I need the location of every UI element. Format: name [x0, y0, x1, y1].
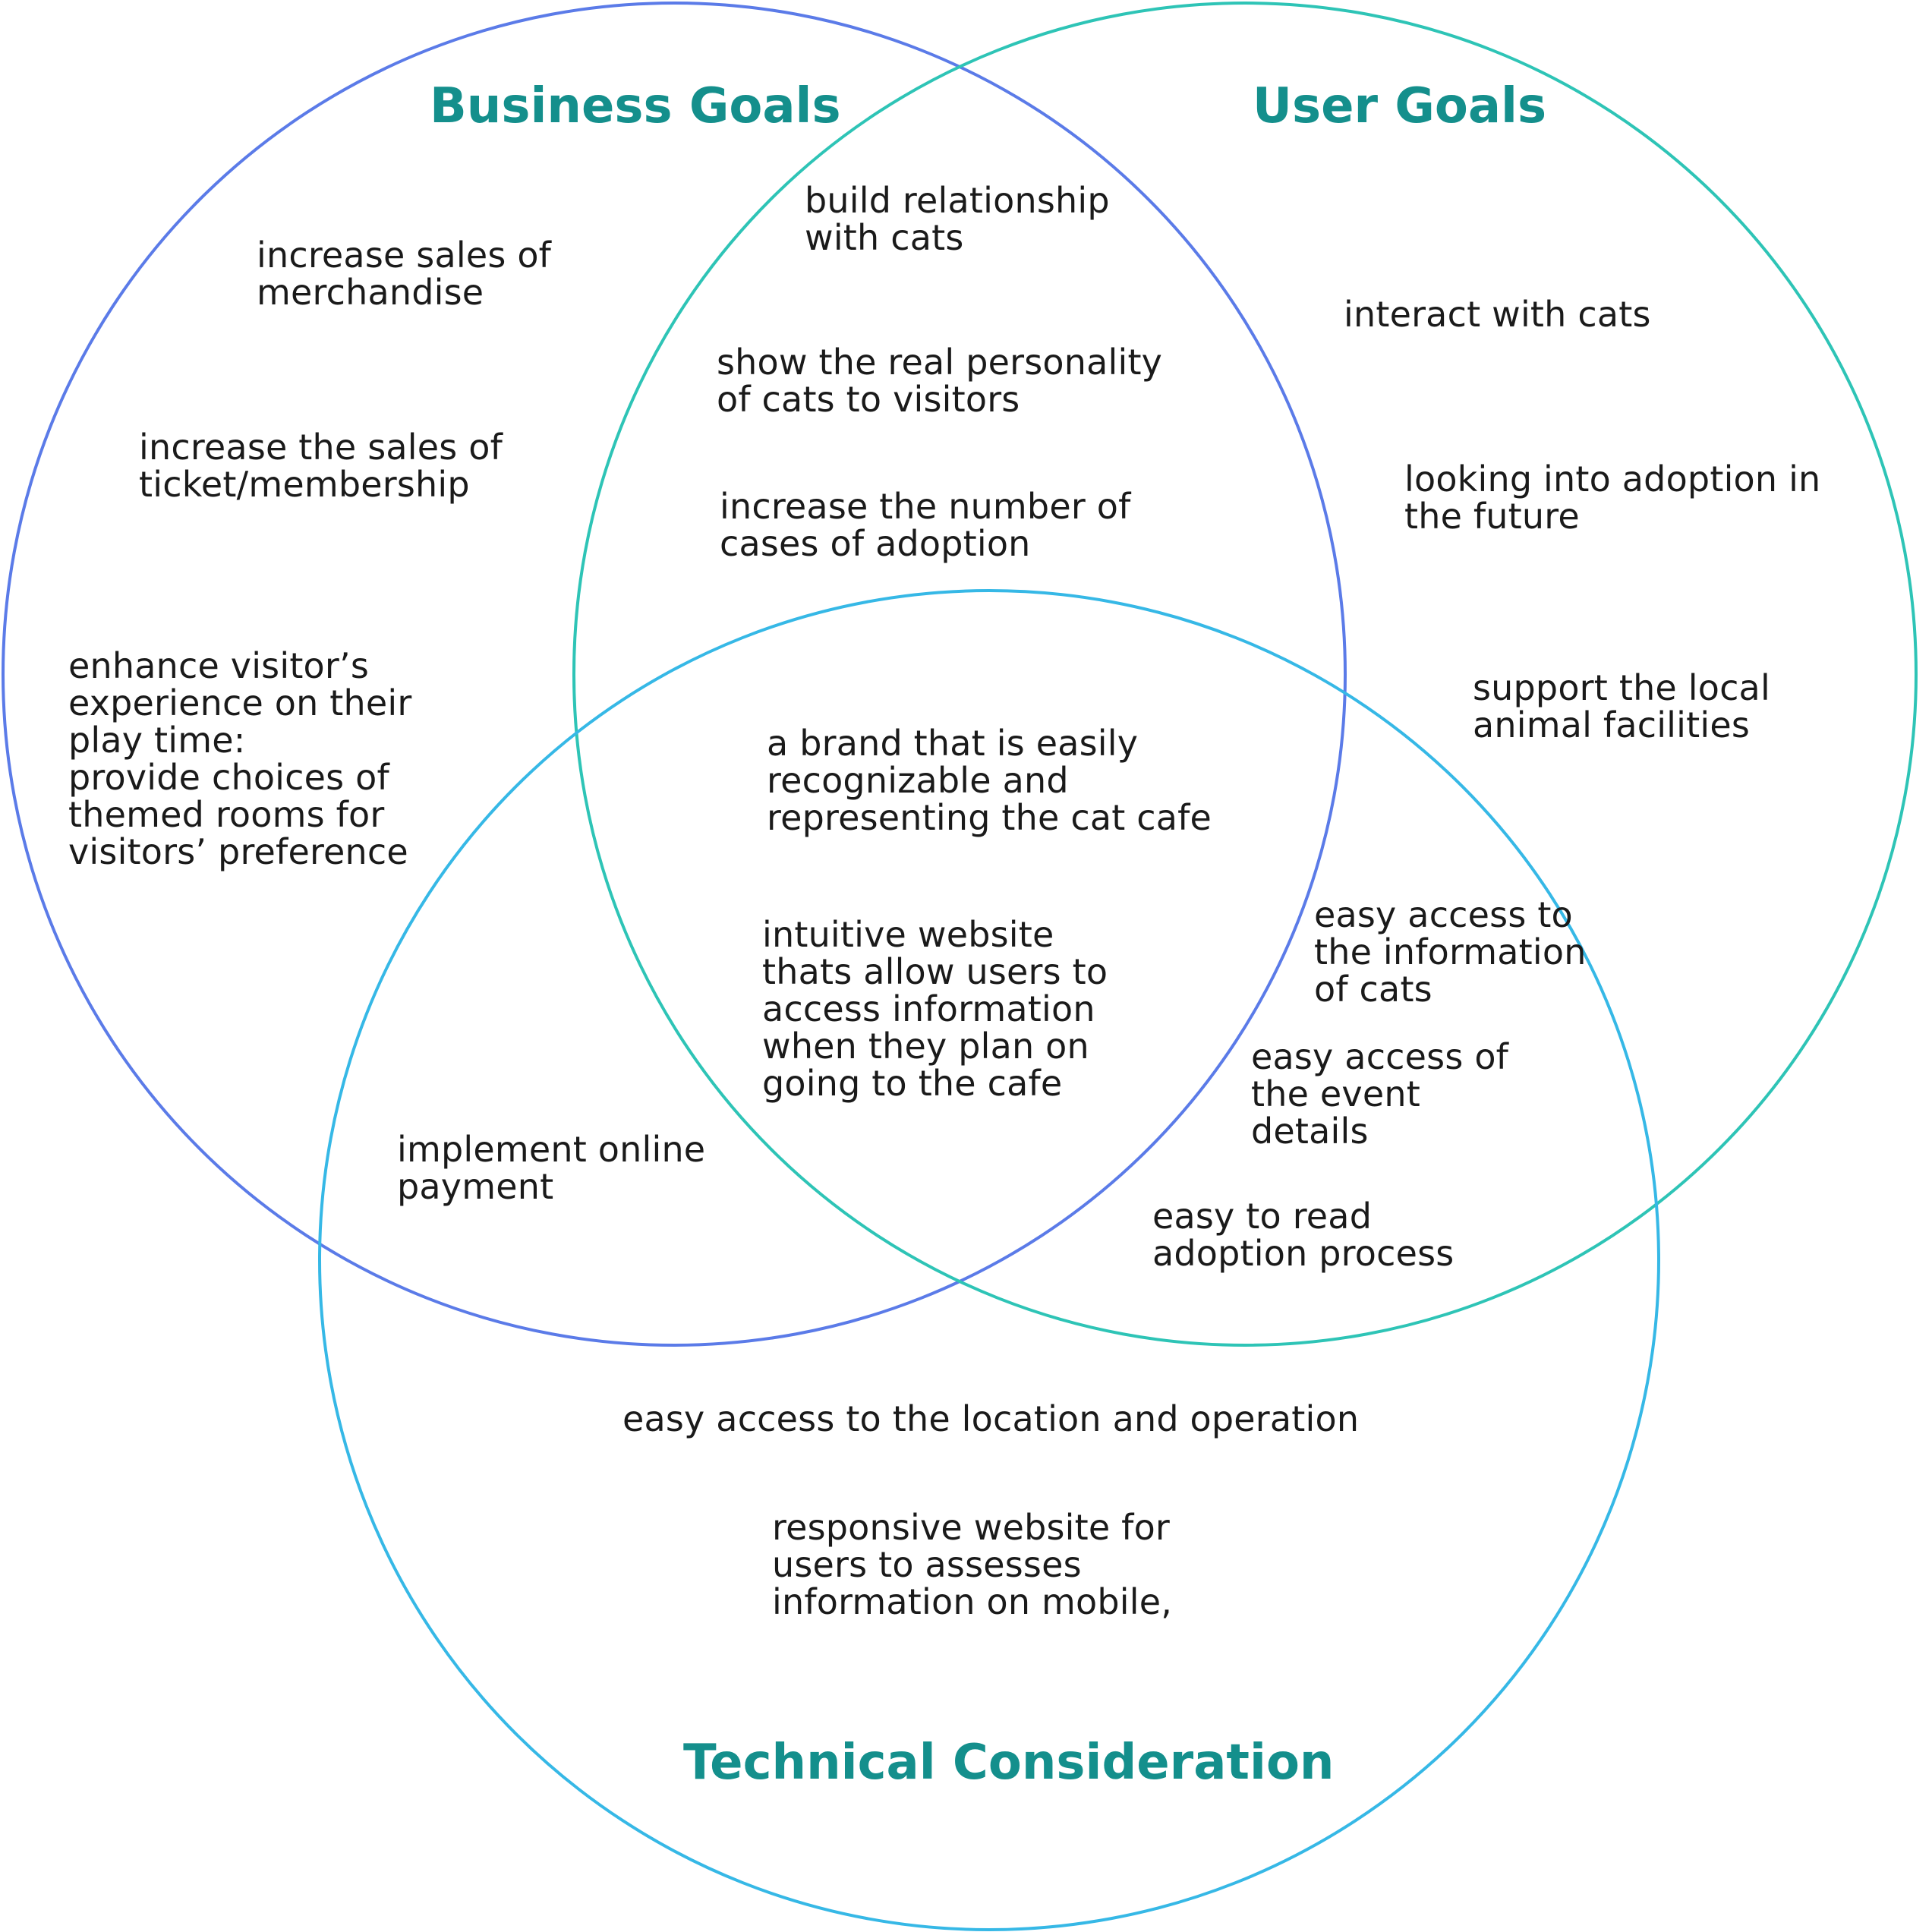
business-item-ticket-sales: increase the sales of ticket/membership	[139, 427, 503, 505]
user-technical-item-event-details: easy access of the event details	[1251, 1036, 1509, 1152]
business-user-item-relationship: build relationship with cats	[805, 180, 1110, 258]
business-user-item-personality: show the real personality of cats to vis…	[717, 342, 1163, 420]
technical-item-location-operation: easy access to the location and operatio…	[622, 1398, 1360, 1439]
center-item-brand: a brand that is easily recognizable and …	[767, 723, 1212, 838]
technical-consideration-title: Technical Consideration	[683, 1735, 1335, 1791]
user-goals-title: User Goals	[1253, 78, 1547, 134]
technical-item-responsive-website: responsive website for users to assesses…	[772, 1507, 1173, 1622]
user-goals-circle	[572, 2, 1918, 1347]
business-goals-circle	[2, 2, 1347, 1347]
center-item-intuitive-website: intuitive website thats allow users to a…	[762, 914, 1108, 1104]
business-technical-item-online-payment: implement online payment	[397, 1129, 706, 1207]
business-user-item-adoption-cases: increase the number of cases of adoption	[720, 486, 1131, 564]
user-technical-item-adoption-process: easy to read adoption process	[1152, 1196, 1455, 1274]
business-goals-title: Business Goals	[430, 78, 841, 134]
user-technical-item-cat-info: easy access to the information of cats	[1314, 894, 1587, 1010]
business-item-merchandise: increase sales of merchandise	[257, 235, 552, 313]
business-item-visitor-experience: enhance visitor’s experience on their pl…	[68, 645, 412, 872]
user-item-animal-facilities: support the local animal facilities	[1473, 667, 1770, 745]
user-item-interact: interact with cats	[1344, 294, 1651, 335]
user-item-adoption-future: looking into adoption in the future	[1404, 459, 1821, 537]
technical-consideration-circle	[318, 589, 1660, 1931]
